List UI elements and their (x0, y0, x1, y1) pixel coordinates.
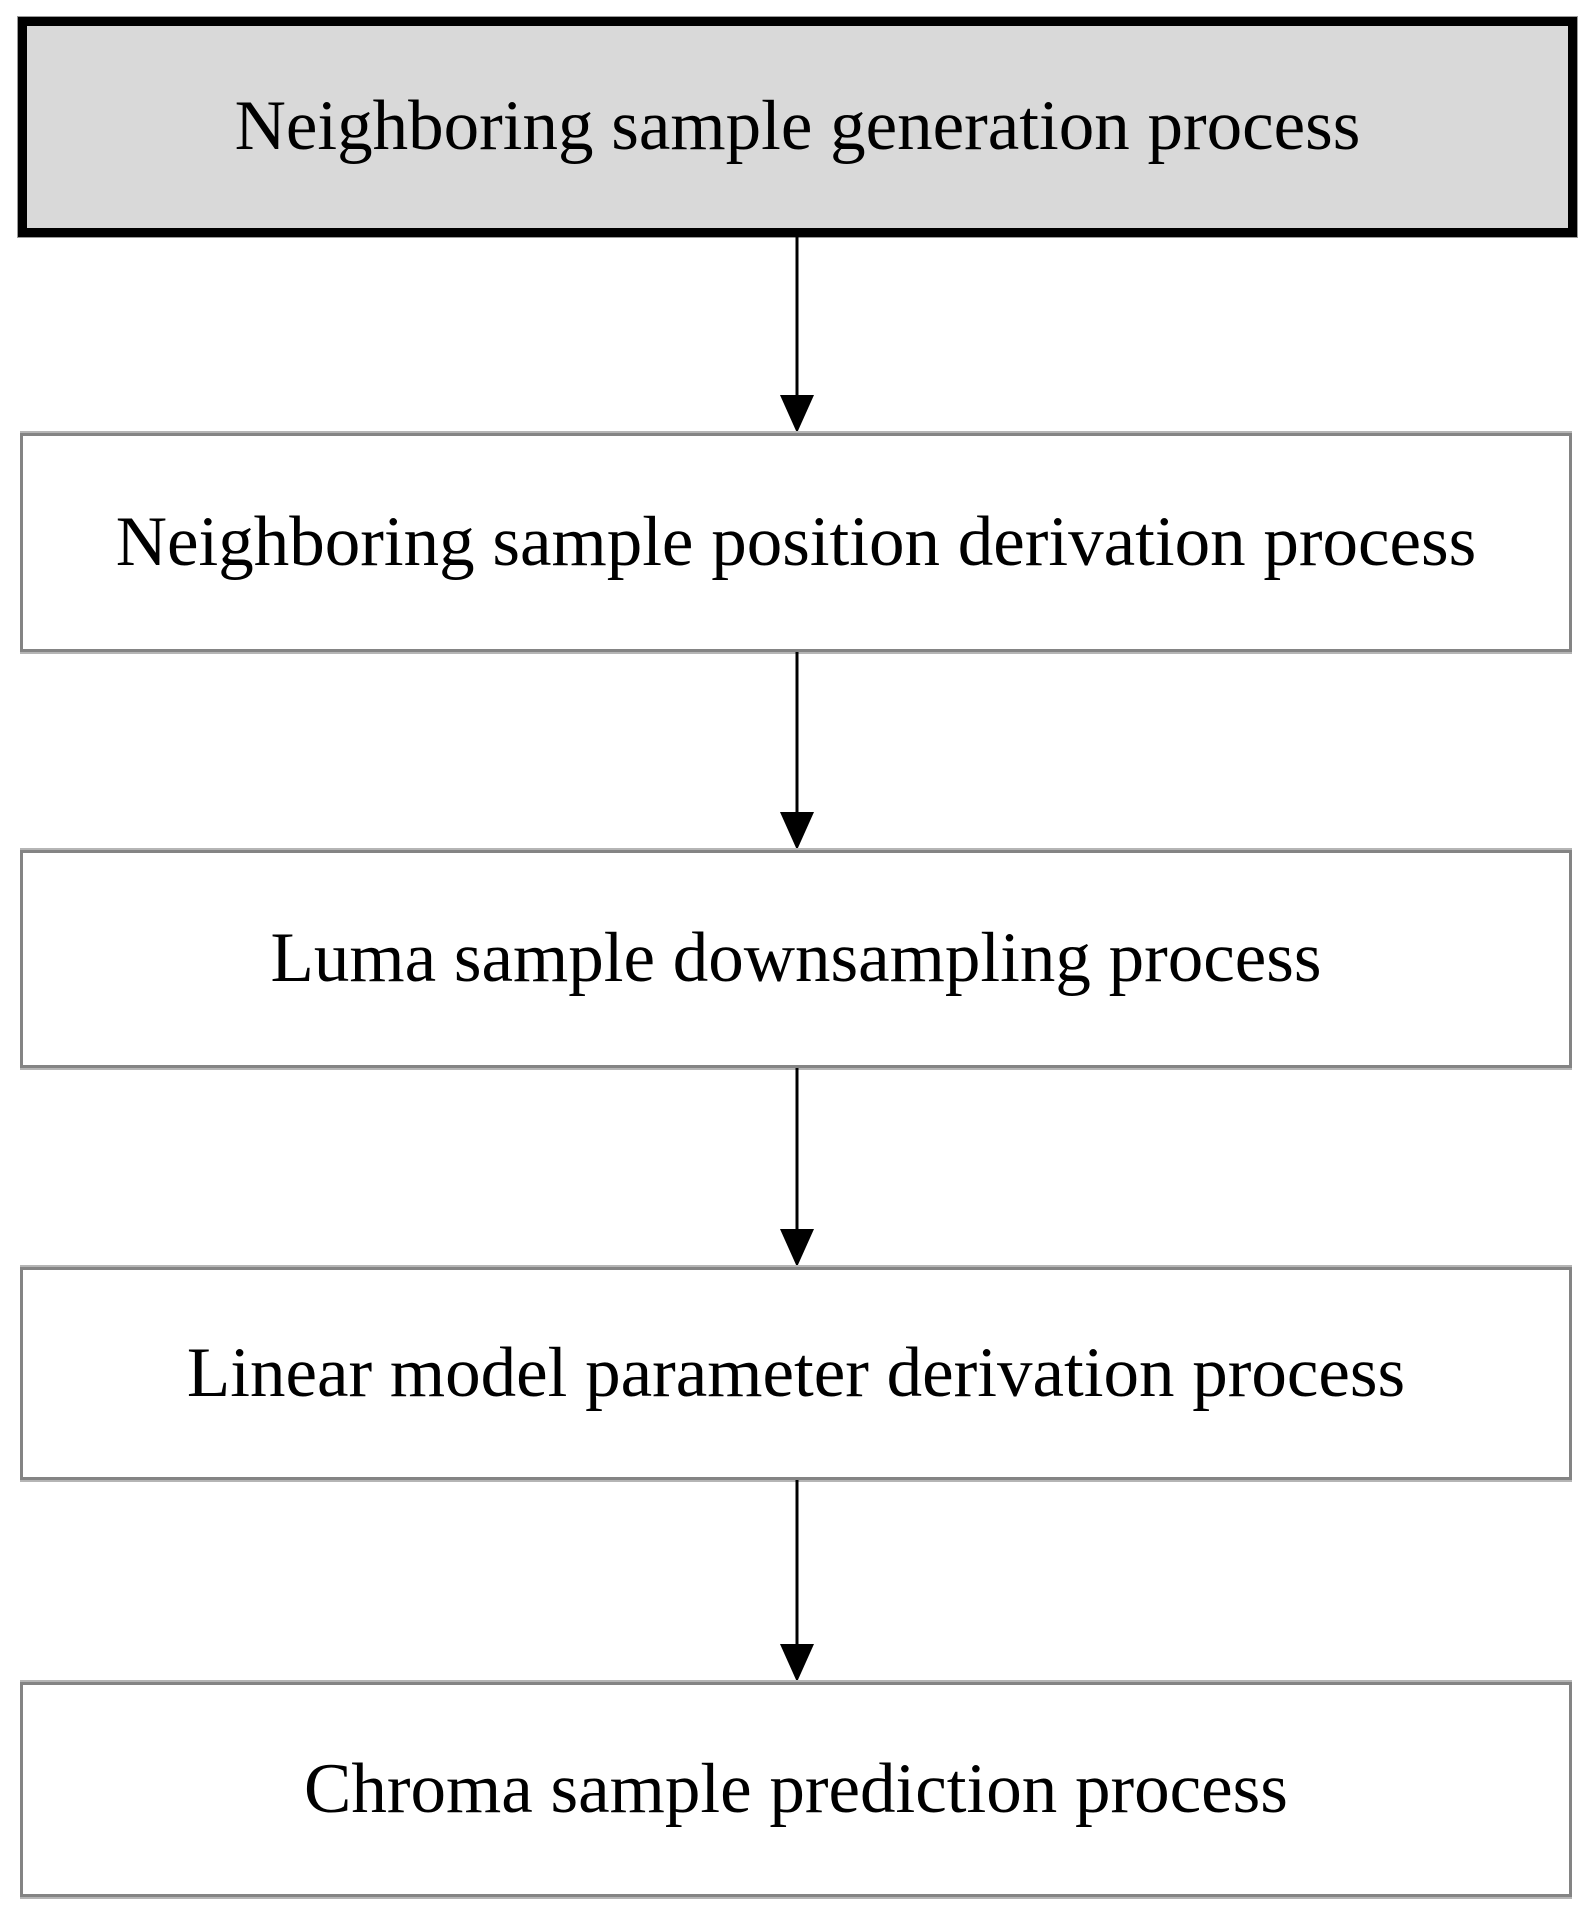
node-label: Neighboring sample position derivation p… (115, 502, 1477, 581)
flow-node-neighboring-sample-generation: Neighboring sample generation process (18, 17, 1577, 237)
arrow-stem (795, 237, 799, 399)
flow-arrow-3 (777, 1068, 817, 1267)
flow-node-luma-sample-downsampling: Luma sample downsampling process (20, 850, 1572, 1068)
flow-node-neighboring-sample-position-derivation: Neighboring sample position derivation p… (20, 433, 1572, 652)
arrow-stem (795, 652, 799, 816)
flow-arrow-4 (777, 1480, 817, 1682)
arrow-down-head-icon (780, 395, 814, 433)
node-label: Chroma sample prediction process (304, 1749, 1288, 1828)
flow-arrow-1 (777, 237, 817, 433)
arrow-stem (795, 1068, 799, 1233)
flow-node-chroma-sample-prediction: Chroma sample prediction process (20, 1682, 1572, 1897)
node-label: Neighboring sample generation process (234, 87, 1361, 166)
arrow-stem (795, 1480, 799, 1648)
arrow-down-head-icon (780, 1644, 814, 1682)
node-label: Linear model parameter derivation proces… (186, 1333, 1406, 1412)
arrow-down-head-icon (780, 1229, 814, 1267)
arrow-down-head-icon (780, 812, 814, 850)
flow-node-linear-model-parameter-derivation: Linear model parameter derivation proces… (20, 1267, 1572, 1480)
node-label: Luma sample downsampling process (270, 919, 1322, 998)
flow-arrow-2 (777, 652, 817, 850)
